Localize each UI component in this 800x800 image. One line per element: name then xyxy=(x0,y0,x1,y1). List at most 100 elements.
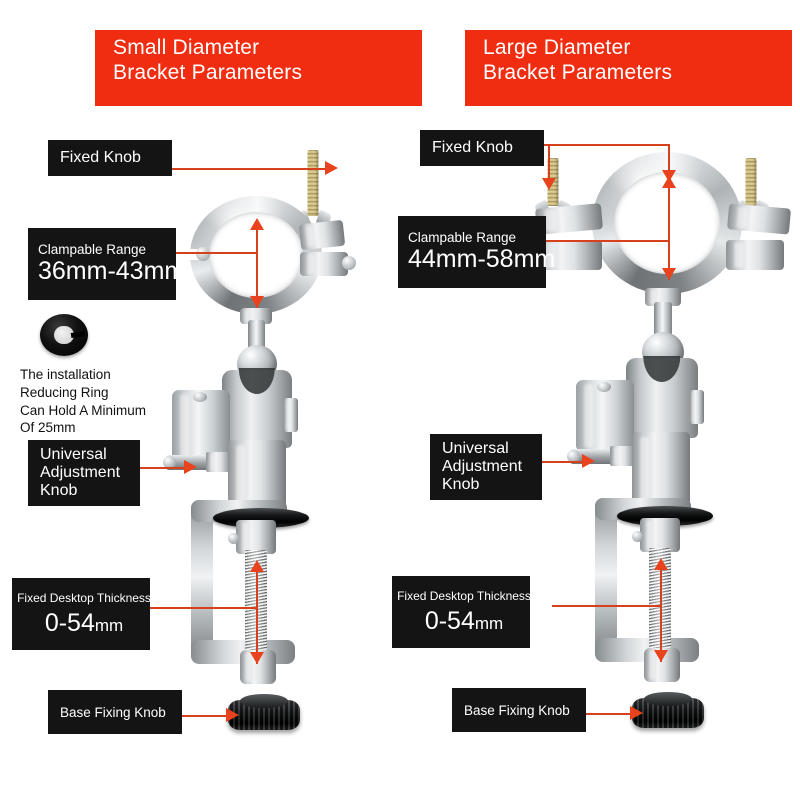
clamp-pivot-pin-left xyxy=(228,533,239,544)
leader-base-knob-right xyxy=(586,713,634,715)
label-universal-knob-right-line1: Universal xyxy=(442,440,509,457)
ball-socket-left xyxy=(222,368,292,448)
reducing-ring-note: The installation Reducing Ring Can Hold … xyxy=(20,366,146,437)
base-knob-top-right xyxy=(644,692,692,706)
ball-socket-right xyxy=(626,356,698,438)
leader-clampable-range-right xyxy=(530,240,668,242)
clamp-pivot-pin-right xyxy=(632,531,643,542)
label-base-fixing-knob-left-text: Base Fixing Knob xyxy=(60,704,166,720)
universal-knob-bracket-right xyxy=(610,446,636,466)
dimension-arrow-down-thickness-right xyxy=(654,650,668,662)
collar-lower-arm-right-right-side xyxy=(726,240,784,270)
arrow-universal-knob-right xyxy=(582,454,595,468)
leader-fixed-knob-left xyxy=(170,168,330,170)
leader-desktop-thickness-right xyxy=(552,605,660,607)
housing-side-tab-left xyxy=(284,398,298,432)
label-desktop-thickness-right-value-group: 0-54mm xyxy=(425,607,503,636)
universal-knob-head-right xyxy=(567,450,580,463)
leader-fixed-knob-drop-right xyxy=(548,144,550,182)
leader-universal-knob-left xyxy=(140,467,188,469)
dimension-arrow-up-thickness-left xyxy=(250,560,264,572)
clamp-collar-left xyxy=(236,520,276,554)
dimension-line-thickness-left xyxy=(256,564,258,664)
label-desktop-thickness-left: Fixed Desktop Thickness 0-54mm xyxy=(12,578,151,650)
reducing-ring-note-line2: Reducing Ring xyxy=(20,384,109,400)
arrow-fixed-knob-right xyxy=(542,178,556,190)
universal-joint-housing-left xyxy=(172,390,230,462)
dimension-arrow-up-clampable-right xyxy=(662,176,676,188)
label-universal-knob-right-line2: Adjustment xyxy=(442,458,523,475)
label-universal-knob-right-line3: Knob xyxy=(442,476,480,493)
upper-stem-right xyxy=(654,302,672,338)
universal-housing-pin-right xyxy=(597,382,611,392)
dimension-arrow-up-thickness-right xyxy=(654,558,668,570)
label-desktop-thickness-right-value: 0-54 xyxy=(424,606,475,635)
label-fixed-knob-right-text: Fixed Knob xyxy=(432,139,513,156)
leader-base-knob-left xyxy=(182,715,230,717)
dimension-arrow-down-thickness-left xyxy=(250,652,264,664)
dimension-arrow-down-clampable-right xyxy=(662,268,676,280)
label-clampable-range-right-title: Clampable Range xyxy=(408,230,517,245)
dimension-line-thickness-right xyxy=(660,562,662,662)
label-desktop-thickness-right-unit: mm xyxy=(474,613,504,633)
label-base-fixing-knob-left: Base Fixing Knob xyxy=(48,690,182,734)
universal-knob-bracket-left xyxy=(206,452,232,472)
leader-clampable-range-left xyxy=(176,252,256,254)
collar-lower-arm-right-left-side xyxy=(536,240,602,270)
label-desktop-thickness-left-title: Fixed Desktop Thickness xyxy=(17,590,151,605)
reducing-ring-note-line3: Can Hold A Minimum xyxy=(20,402,147,418)
dimension-line-clampable-left xyxy=(256,222,258,308)
arrow-base-knob-right xyxy=(630,706,643,720)
label-clampable-range-right-value: 44mm-58mm xyxy=(408,245,556,273)
label-universal-knob-left: Universal Adjustment Knob xyxy=(28,440,140,506)
collar-arm-right-right-side xyxy=(726,203,792,235)
collar-lower-arm-left xyxy=(300,252,348,276)
label-fixed-knob-left-text: Fixed Knob xyxy=(60,149,141,166)
label-universal-knob-left-line1: Universal xyxy=(40,446,107,463)
leader-universal-knob-right xyxy=(538,461,586,463)
label-desktop-thickness-right-title: Fixed Desktop Thickness xyxy=(397,588,531,603)
leader-desktop-thickness-left xyxy=(150,607,256,609)
collar-hinge-screw-left xyxy=(196,247,210,261)
right-banner-line1: Large Diameter xyxy=(483,36,631,59)
label-fixed-knob-right: Fixed Knob xyxy=(420,130,544,166)
leader-fixed-knob-right xyxy=(540,144,670,146)
universal-joint-housing-right xyxy=(576,380,634,452)
left-banner: Small Diameter Bracket Parameters xyxy=(95,30,422,106)
clamp-collar-right xyxy=(640,518,680,552)
label-clampable-range-right: Clampable Range 44mm-58mm xyxy=(398,216,556,288)
right-banner-line2: Bracket Parameters xyxy=(483,60,673,84)
dimension-arrow-up-clampable-left xyxy=(250,218,264,230)
left-banner-line1: Small Diameter xyxy=(113,36,260,59)
label-universal-knob-left-line3: Knob xyxy=(40,482,78,499)
label-clampable-range-left-value: 36mm-43mm xyxy=(38,257,186,285)
label-universal-knob-right: Universal Adjustment Knob xyxy=(430,434,542,500)
dimension-arrow-down-clampable-left xyxy=(250,296,264,308)
housing-side-tab-right xyxy=(690,390,704,424)
universal-housing-pin-left xyxy=(193,392,207,402)
label-fixed-knob-left: Fixed Knob xyxy=(48,140,172,176)
upper-stem-left xyxy=(248,320,265,352)
base-knob-top-left xyxy=(240,694,288,708)
reducing-ring-note-line1: The installation xyxy=(20,367,111,382)
reducing-ring-icon xyxy=(40,314,88,356)
collar-neck-right xyxy=(645,288,681,306)
right-banner: Large Diameter Bracket Parameters xyxy=(465,30,792,106)
dimension-line-clampable-right xyxy=(668,180,670,280)
label-desktop-thickness-left-value: 0-54 xyxy=(44,608,95,637)
universal-knob-head-left xyxy=(163,456,176,469)
collar-arm-left xyxy=(298,219,346,251)
label-desktop-thickness-right: Fixed Desktop Thickness 0-54mm xyxy=(392,576,531,648)
leader-fixed-knob-drop2-right xyxy=(668,144,670,174)
label-desktop-thickness-left-unit: mm xyxy=(94,615,124,635)
label-base-fixing-knob-right: Base Fixing Knob xyxy=(452,688,586,732)
label-universal-knob-left-line2: Adjustment xyxy=(40,464,121,481)
label-base-fixing-knob-right-text: Base Fixing Knob xyxy=(464,702,570,718)
label-clampable-range-left: Clampable Range 36mm-43mm xyxy=(28,228,186,300)
arrow-base-knob-left xyxy=(226,708,239,722)
lower-barrel-right xyxy=(632,432,690,510)
left-banner-line2: Bracket Parameters xyxy=(113,60,303,84)
label-desktop-thickness-left-value-group: 0-54mm xyxy=(45,609,123,638)
arrow-universal-knob-left xyxy=(184,460,197,474)
